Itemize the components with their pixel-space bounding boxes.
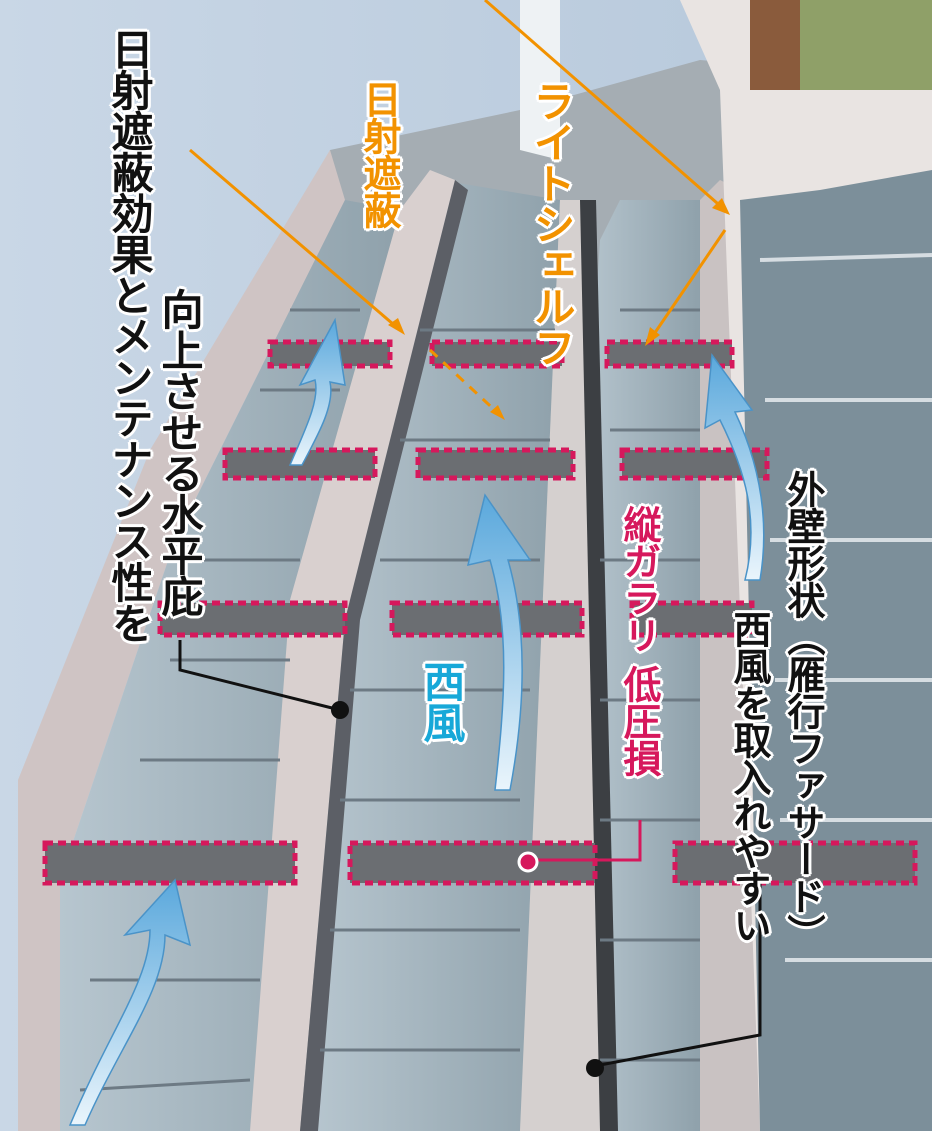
wood-deck (750, 0, 800, 90)
louver-11 (429, 339, 565, 369)
slab-shadow-2 (300, 180, 468, 1131)
black-leaders (178, 640, 762, 1067)
louver-4 (157, 600, 348, 638)
leader-dot-facade (586, 1059, 604, 1077)
leader-horizontal-eave (178, 640, 341, 712)
label-facade-line2: 外壁形状（雁行ファサード） (781, 470, 825, 951)
wind-arrows (68, 317, 765, 1126)
horizontal-eave-1 (250, 170, 455, 1131)
louver-3 (672, 840, 918, 886)
leader-louver (530, 820, 642, 862)
louver-1 (42, 840, 298, 886)
leader-dot-louver (517, 851, 539, 873)
louver-2 (347, 840, 598, 886)
leader-light-shelf-top (484, 0, 726, 212)
label-west-wind: 西風 (417, 660, 466, 742)
louver-12 (604, 339, 735, 369)
louver-8 (415, 447, 576, 481)
horizontal-eave-2 (520, 200, 600, 1131)
label-vertical-louver: 縦ガラリ (617, 505, 661, 653)
orange-leaders (189, 0, 730, 420)
garden (800, 0, 932, 90)
vertical-louvers (42, 339, 918, 886)
glazing-band-2 (310, 180, 560, 1131)
label-horizontal-eaves-line2: 向上させる水平庇 (155, 288, 204, 616)
perforated-panel-band (18, 150, 345, 1131)
label-horizontal-eaves-line1: 日射遮蔽効果とメンテナンス性を (105, 28, 154, 643)
wind-arrow-4 (288, 317, 346, 466)
wind-arrow-2 (466, 493, 532, 791)
leader-light-shelf-bottom (648, 229, 727, 341)
louver-6 (629, 600, 755, 638)
slab-shadow-1 (580, 200, 618, 1131)
wind-arrow-1 (68, 878, 192, 1126)
label-solar-shading: 日射遮蔽 (357, 80, 401, 228)
lower-glazing-mullions (759, 253, 932, 962)
leader-dot-eave (331, 701, 349, 719)
lower-glazing (740, 170, 932, 1131)
label-light-shelf: ライトシェルフ (527, 80, 576, 367)
leader-facade (599, 883, 762, 1067)
label-facade-line1: 西風を取入れやすい (727, 610, 771, 943)
wind-arrow-3 (704, 352, 765, 581)
label-low-pressure-loss: 低圧損 (617, 665, 661, 776)
louver-5 (389, 600, 585, 638)
leader-solar-shading (189, 148, 401, 332)
